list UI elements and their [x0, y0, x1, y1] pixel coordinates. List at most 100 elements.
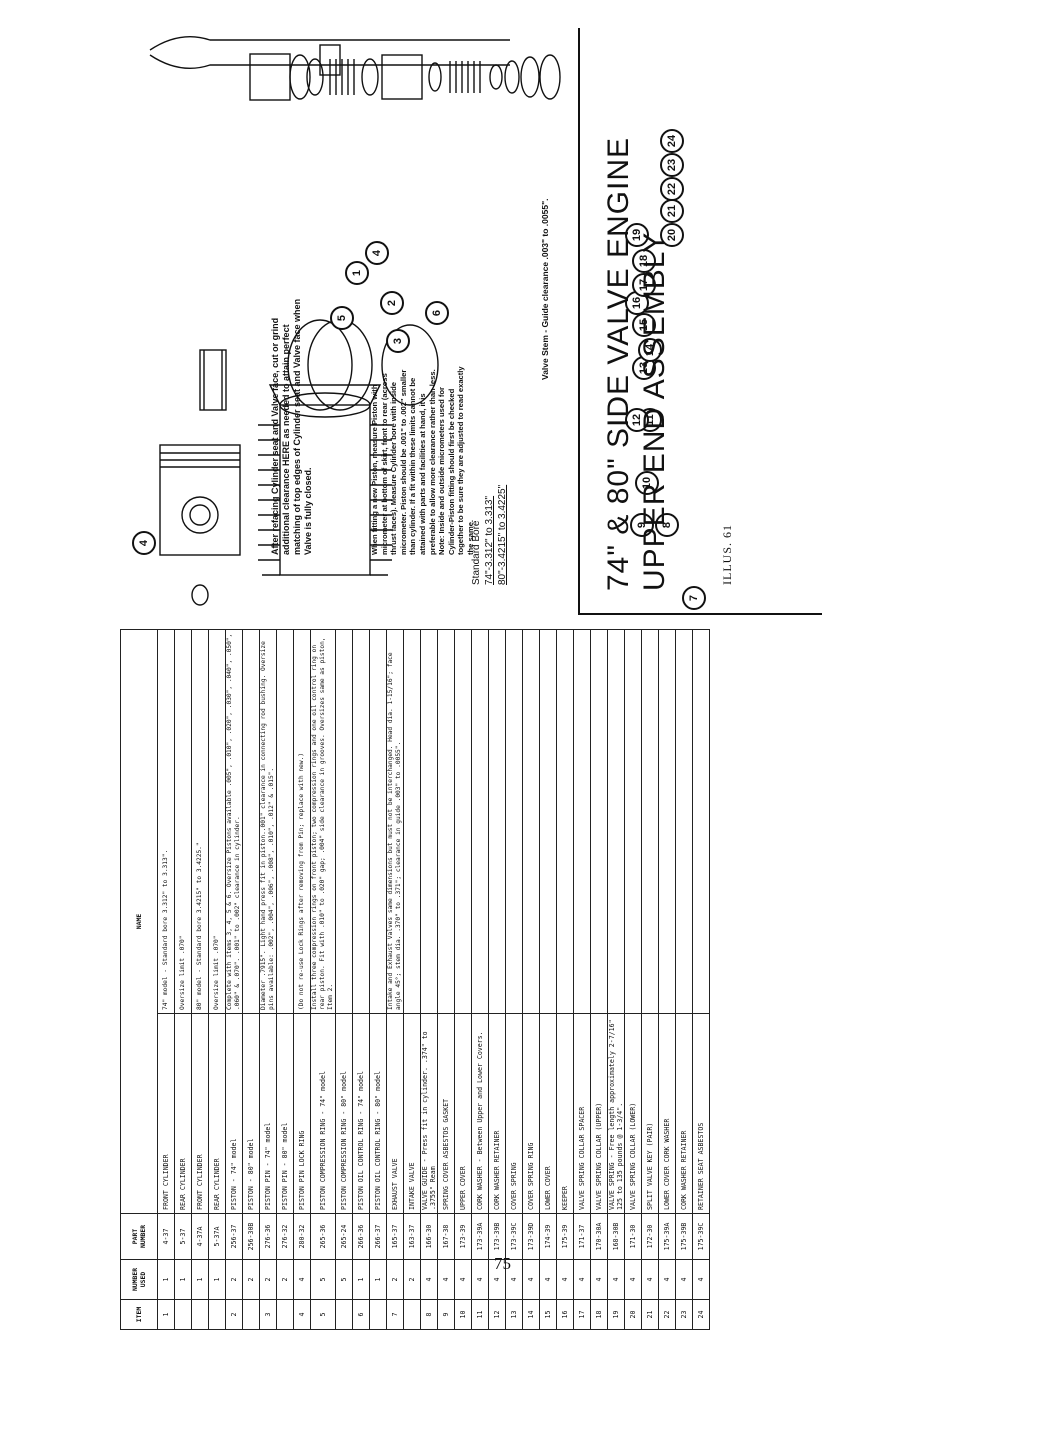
- table-cell-number-used: 4: [556, 1259, 574, 1300]
- table-cell-note: [369, 629, 387, 1014]
- bore-74: 74"-3.312" to 3.313": [484, 495, 495, 585]
- table-cell-part-number: 175-39: [556, 1213, 574, 1260]
- bore-80: 80"-3.4215" to 3.4225": [497, 484, 508, 585]
- table-cell-name: COVER SPRING RING: [522, 1013, 540, 1214]
- table-cell-name: PISTON - 74" model: [225, 1013, 243, 1214]
- table-cell-note: [437, 629, 455, 1014]
- table-cell-part-number: 171-30: [624, 1213, 642, 1260]
- table-cell-name: INTAKE VALVE: [403, 1013, 421, 1214]
- table-cell-item: 5: [310, 1299, 336, 1330]
- table-cell-part-number: 5-37A: [208, 1213, 226, 1260]
- table-cell-note: [624, 629, 642, 1014]
- table-cell-item: 18: [590, 1299, 608, 1330]
- table-cell-item: 7: [386, 1299, 404, 1330]
- table-cell-note: Diameter .7915". Light hand press fit in…: [259, 629, 277, 1014]
- table-cell-item: 8: [420, 1299, 438, 1330]
- table-cell-name: RETAINER SEAT ASBESTOS: [692, 1013, 710, 1214]
- table-header-row: ITEM NUMBER USED PART NUMBER NAME: [120, 629, 158, 1330]
- table-cell-note: [454, 629, 472, 1014]
- table-cell-number-used: 4: [675, 1259, 693, 1300]
- table-cell-item: [208, 1299, 226, 1330]
- page-number: 75: [494, 1254, 511, 1273]
- table-cell-part-number: 256-37: [225, 1213, 243, 1260]
- bore-label: Standard Bore: [471, 520, 482, 586]
- table-cell-part-number: 256-30B: [242, 1213, 260, 1260]
- table-cell-note: [556, 629, 574, 1014]
- table-cell-number-used: 4: [437, 1259, 455, 1300]
- table-cell-item: 22: [658, 1299, 676, 1330]
- table-cell-number-used: 1: [191, 1259, 209, 1300]
- table-cell-name: FRONT CYLINDER: [157, 1013, 175, 1214]
- table-cell-note: [276, 629, 294, 1014]
- table-cell-note: (Do not re-use Lock Rings after removing…: [293, 629, 311, 1014]
- table-cell-name: PISTON PIN LOCK RING: [293, 1013, 311, 1214]
- table-cell-item: 21: [641, 1299, 659, 1330]
- table-cell-item: 24: [692, 1299, 710, 1330]
- part-number-bubble: 1: [345, 261, 369, 285]
- table-cell-note: Install three compression rings on front…: [310, 629, 336, 1014]
- table-cell-note: Intake and Exhaust Valves same dimension…: [386, 629, 404, 1014]
- table-cell-part-number: 171-37: [573, 1213, 591, 1260]
- table-cell-number-used: 4: [471, 1259, 489, 1300]
- table-cell-item: 19: [607, 1299, 625, 1330]
- table-cell-item: 23: [675, 1299, 693, 1330]
- table-cell-item: [335, 1299, 353, 1330]
- table-cell-number-used: 2: [259, 1259, 277, 1300]
- table-cell-part-number: 265-24: [335, 1213, 353, 1260]
- table-cell-number-used: 5: [335, 1259, 353, 1300]
- part-number-bubble: 5: [330, 306, 354, 330]
- part-number-bubble: 3: [386, 329, 410, 353]
- table-cell-number-used: 2: [386, 1259, 404, 1300]
- table-cell-note: [335, 629, 353, 1014]
- table-cell-item: 1: [157, 1299, 175, 1330]
- table-cell-part-number: 173-39C: [505, 1213, 523, 1260]
- table-cell-note: [522, 629, 540, 1014]
- table-cell-item: 10: [454, 1299, 472, 1330]
- table-cell-name: KEEPER: [556, 1013, 574, 1214]
- table-cell-item: 14: [522, 1299, 540, 1330]
- table-cell-part-number: 167-38: [437, 1213, 455, 1260]
- table-cell-number-used: 1: [369, 1259, 387, 1300]
- table-cell-part-number: 173-39A: [471, 1213, 489, 1260]
- table-cell-number-used: 1: [352, 1259, 370, 1300]
- table-cell-note: 74" model - Standard bore 3.312" to 3.31…: [157, 629, 175, 1014]
- table-cell-number-used: 4: [590, 1259, 608, 1300]
- table-cell-part-number: 165-37: [386, 1213, 404, 1260]
- table-cell-part-number: 276-36: [259, 1213, 277, 1260]
- table-cell-note: Oversize limit .070": [208, 629, 226, 1014]
- table-cell-note: [242, 629, 260, 1014]
- table-cell-number-used: 4: [658, 1259, 676, 1300]
- table-cell-note: [590, 629, 608, 1014]
- table-cell-name: REAR CYLINDER: [208, 1013, 226, 1214]
- table-cell-number-used: 4: [454, 1259, 472, 1300]
- table-cell-note: [352, 629, 370, 1014]
- table-cell-name: UPPER COVER: [454, 1013, 472, 1214]
- table-cell-note: [573, 629, 591, 1014]
- title-line-1: 74" & 80" SIDE VALVE ENGINE: [602, 136, 635, 591]
- table-cell-name: VALVE SPRING COLLAR (LOWER): [624, 1013, 642, 1214]
- exploded-parts-drawing: [149, 35, 561, 606]
- table-cell-name: VALVE GUIDE - Press fit in cylinder. .37…: [420, 1013, 438, 1214]
- table-cell-part-number: 163-37: [403, 1213, 421, 1260]
- table-cell-item: [369, 1299, 387, 1330]
- table-cell-part-number: 172-30: [641, 1213, 659, 1260]
- table-cell-note: [675, 629, 693, 1014]
- table-cell-item: 3: [259, 1299, 277, 1330]
